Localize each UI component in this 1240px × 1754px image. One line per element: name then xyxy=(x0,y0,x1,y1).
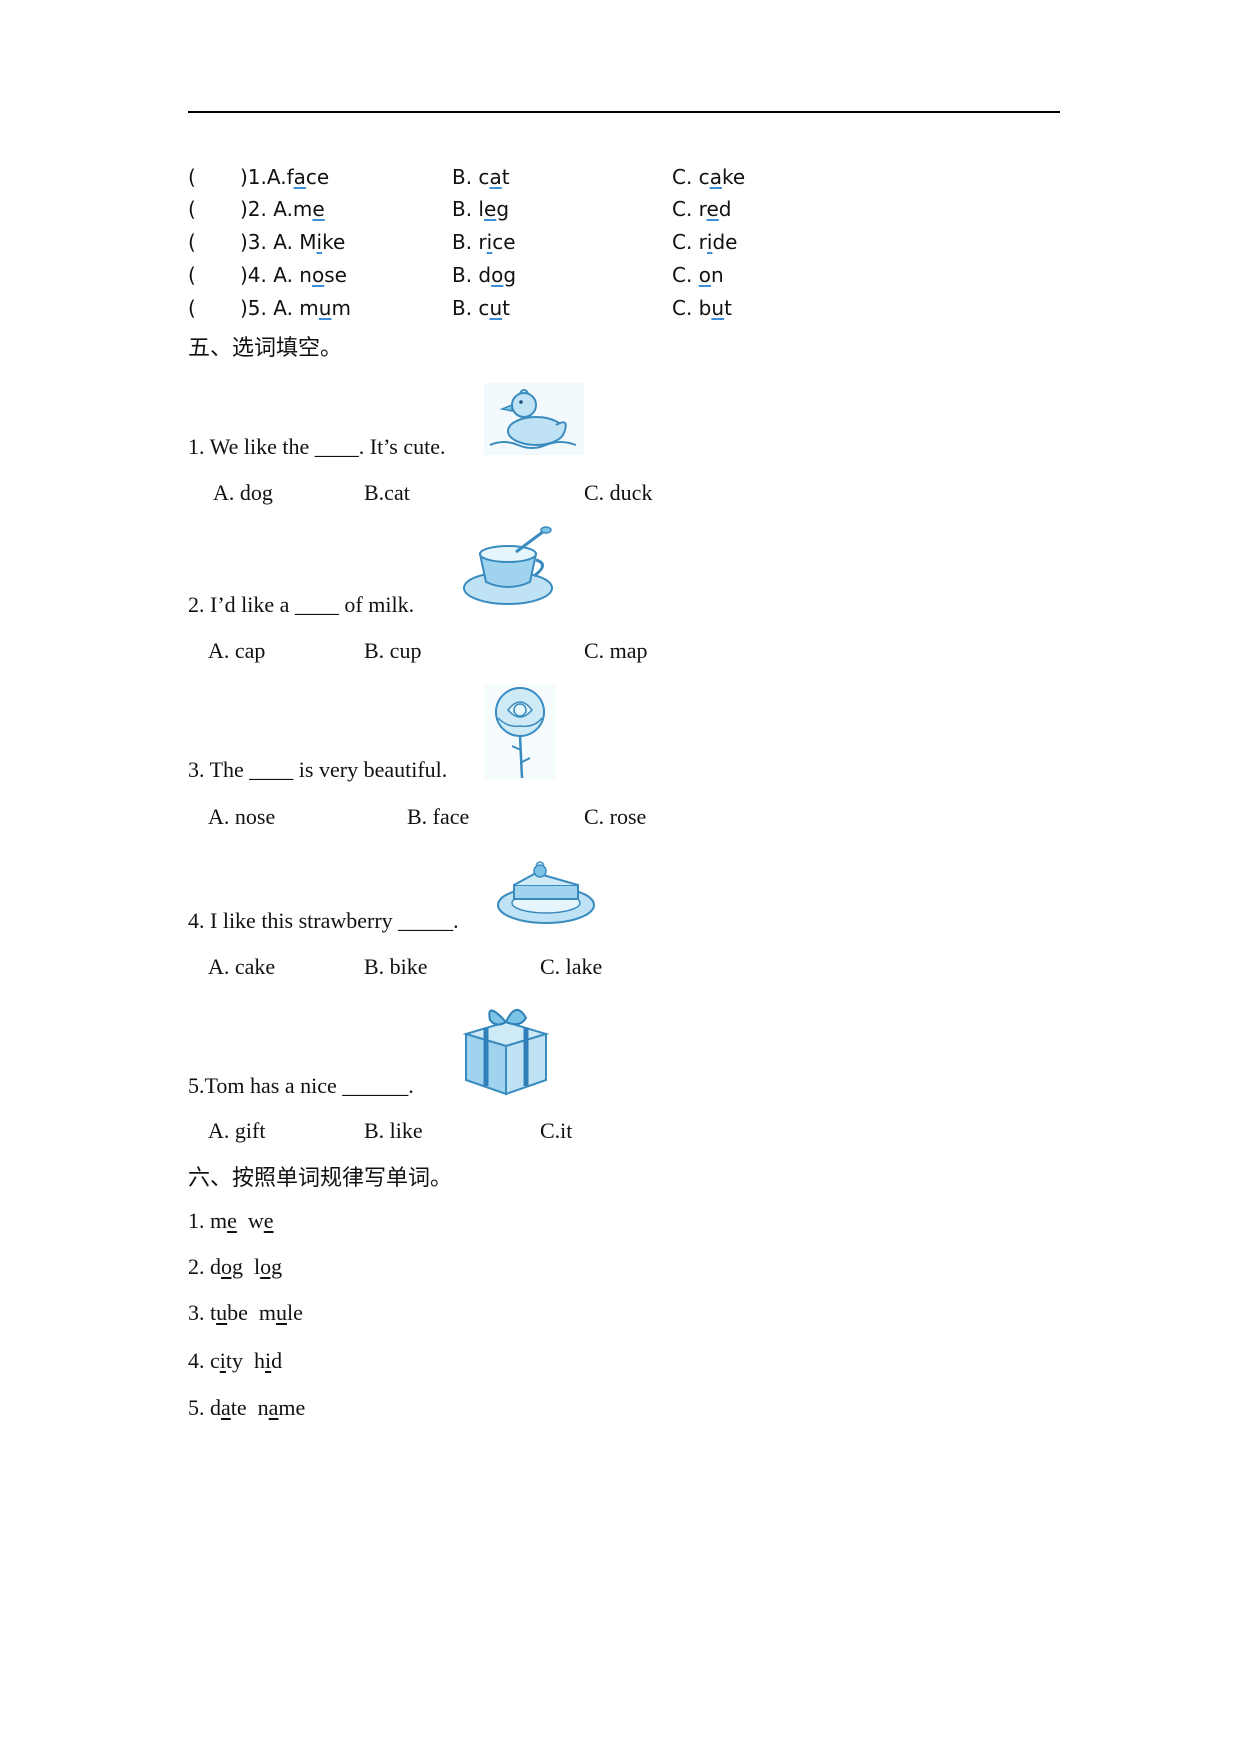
answer-paren[interactable]: ( xyxy=(188,197,196,221)
gift-icon xyxy=(462,1009,550,1096)
question-2-option-a[interactable]: A. cap xyxy=(208,638,266,663)
option-c: C. red xyxy=(672,197,732,221)
option-b: B. leg xyxy=(452,197,510,221)
question-2-text: 2. I’d like a ____ of milk. xyxy=(188,592,415,617)
question-3-option-c[interactable]: C. rose xyxy=(584,804,647,829)
question-2-option-b[interactable]: B. cup xyxy=(364,638,422,663)
answer-paren[interactable]: ( xyxy=(188,296,196,320)
question-4-option-a[interactable]: A. cake xyxy=(208,954,276,979)
word-pair-row: 3. tube mule xyxy=(188,1300,303,1325)
word-pair-row: 4. city hid xyxy=(188,1348,283,1373)
option-b: B. cat xyxy=(452,165,510,189)
option-a: )1.A.face xyxy=(240,165,330,189)
question-1-option-a[interactable]: A. dog xyxy=(213,480,273,505)
option-b: B. dog xyxy=(452,263,517,287)
word-pair-row: 5. date name xyxy=(188,1395,306,1420)
option-a: )4. A. nose xyxy=(240,263,347,287)
section-6-heading: 六、按照单词规律写单词。 xyxy=(188,1166,453,1191)
option-c: C. cake xyxy=(672,165,746,189)
answer-paren[interactable]: ( xyxy=(188,165,196,189)
question-4-option-c[interactable]: C. lake xyxy=(540,954,603,979)
word-pair-row: 2. dog log xyxy=(188,1254,283,1279)
option-c: C. on xyxy=(672,263,724,287)
question-5-text: 5.Tom has a nice ______. xyxy=(188,1073,414,1098)
option-a: )5. A. mum xyxy=(240,296,351,320)
question-5-option-c[interactable]: C.it xyxy=(540,1118,573,1143)
section-5-heading: 五、选词填空。 xyxy=(188,336,343,361)
question-3-option-b[interactable]: B. face xyxy=(407,804,470,829)
option-a: )2. A.me xyxy=(240,197,325,221)
question-1-option-c[interactable]: C. duck xyxy=(584,480,653,505)
cup-icon xyxy=(463,526,553,605)
option-c: C. but xyxy=(672,296,732,320)
question-1-text: 1. We like the ____. It’s cute. xyxy=(188,434,446,459)
answer-paren[interactable]: ( xyxy=(188,230,196,254)
question-4-option-b[interactable]: B. bike xyxy=(364,954,428,979)
duck-icon xyxy=(484,383,584,455)
option-c: C. ride xyxy=(672,230,738,254)
rose-icon xyxy=(484,684,556,780)
option-a: )3. A. Mike xyxy=(240,230,346,254)
question-2-option-c[interactable]: C. map xyxy=(584,638,648,663)
top-rule xyxy=(188,111,1060,113)
cake-icon xyxy=(497,861,595,924)
question-5-option-a[interactable]: A. gift xyxy=(208,1118,266,1143)
question-3-option-a[interactable]: A. nose xyxy=(208,804,276,829)
question-5-option-b[interactable]: B. like xyxy=(364,1118,423,1143)
option-b: B. cut xyxy=(452,296,510,320)
question-3-text: 3. The ____ is very beautiful. xyxy=(188,757,448,782)
question-1-option-b[interactable]: B.cat xyxy=(364,480,410,505)
word-pair-row: 1. me we xyxy=(188,1208,274,1233)
answer-paren[interactable]: ( xyxy=(188,263,196,287)
option-b: B. rice xyxy=(452,230,516,254)
question-4-text: 4. I like this strawberry _____. xyxy=(188,908,459,933)
